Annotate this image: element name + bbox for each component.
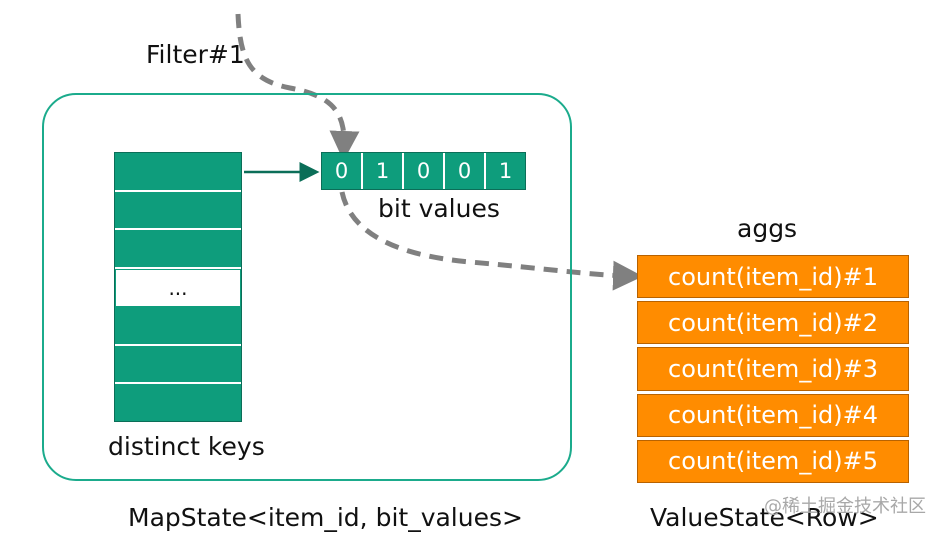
bit-cell: 1 (486, 153, 525, 189)
distinct-keys-label: distinct keys (108, 432, 265, 461)
bit-values-label: bit values (378, 194, 500, 223)
mapstate-caption: MapState<item_id, bit_values> (128, 503, 523, 532)
filter-dashed-arrow (235, 13, 360, 161)
mapstate-container (42, 93, 572, 481)
aggs-stack: count(item_id)#1 count(item_id)#2 count(… (637, 255, 909, 484)
bit-cell: 1 (363, 153, 404, 189)
distinct-keys-stack: ... (114, 152, 242, 422)
key-ellipsis-cell: ... (115, 268, 241, 308)
bit-cell: 0 (445, 153, 486, 189)
agg-cell: count(item_id)#4 (637, 393, 909, 437)
agg-cell: count(item_id)#3 (637, 347, 909, 391)
agg-cell: count(item_id)#2 (637, 301, 909, 345)
key-cell (115, 307, 241, 346)
bits-to-aggs-dashed-arrow (339, 191, 643, 291)
key-cell (115, 345, 241, 385)
filter-label: Filter#1 (146, 40, 245, 69)
agg-cell: count(item_id)#1 (637, 255, 909, 299)
watermark: @稀土掘金技术社区 (764, 496, 926, 517)
bit-cell: 0 (322, 153, 363, 189)
key-cell (115, 153, 241, 192)
aggs-label: aggs (737, 214, 798, 243)
valuestate-caption: ValueState<Row> (650, 503, 879, 532)
key-cell (115, 230, 241, 269)
key-cell (115, 384, 241, 422)
key-cell (115, 191, 241, 231)
agg-cell: count(item_id)#5 (637, 439, 909, 484)
bit-cell: 0 (404, 153, 445, 189)
bit-values-array: 0 1 0 0 1 (321, 152, 526, 190)
